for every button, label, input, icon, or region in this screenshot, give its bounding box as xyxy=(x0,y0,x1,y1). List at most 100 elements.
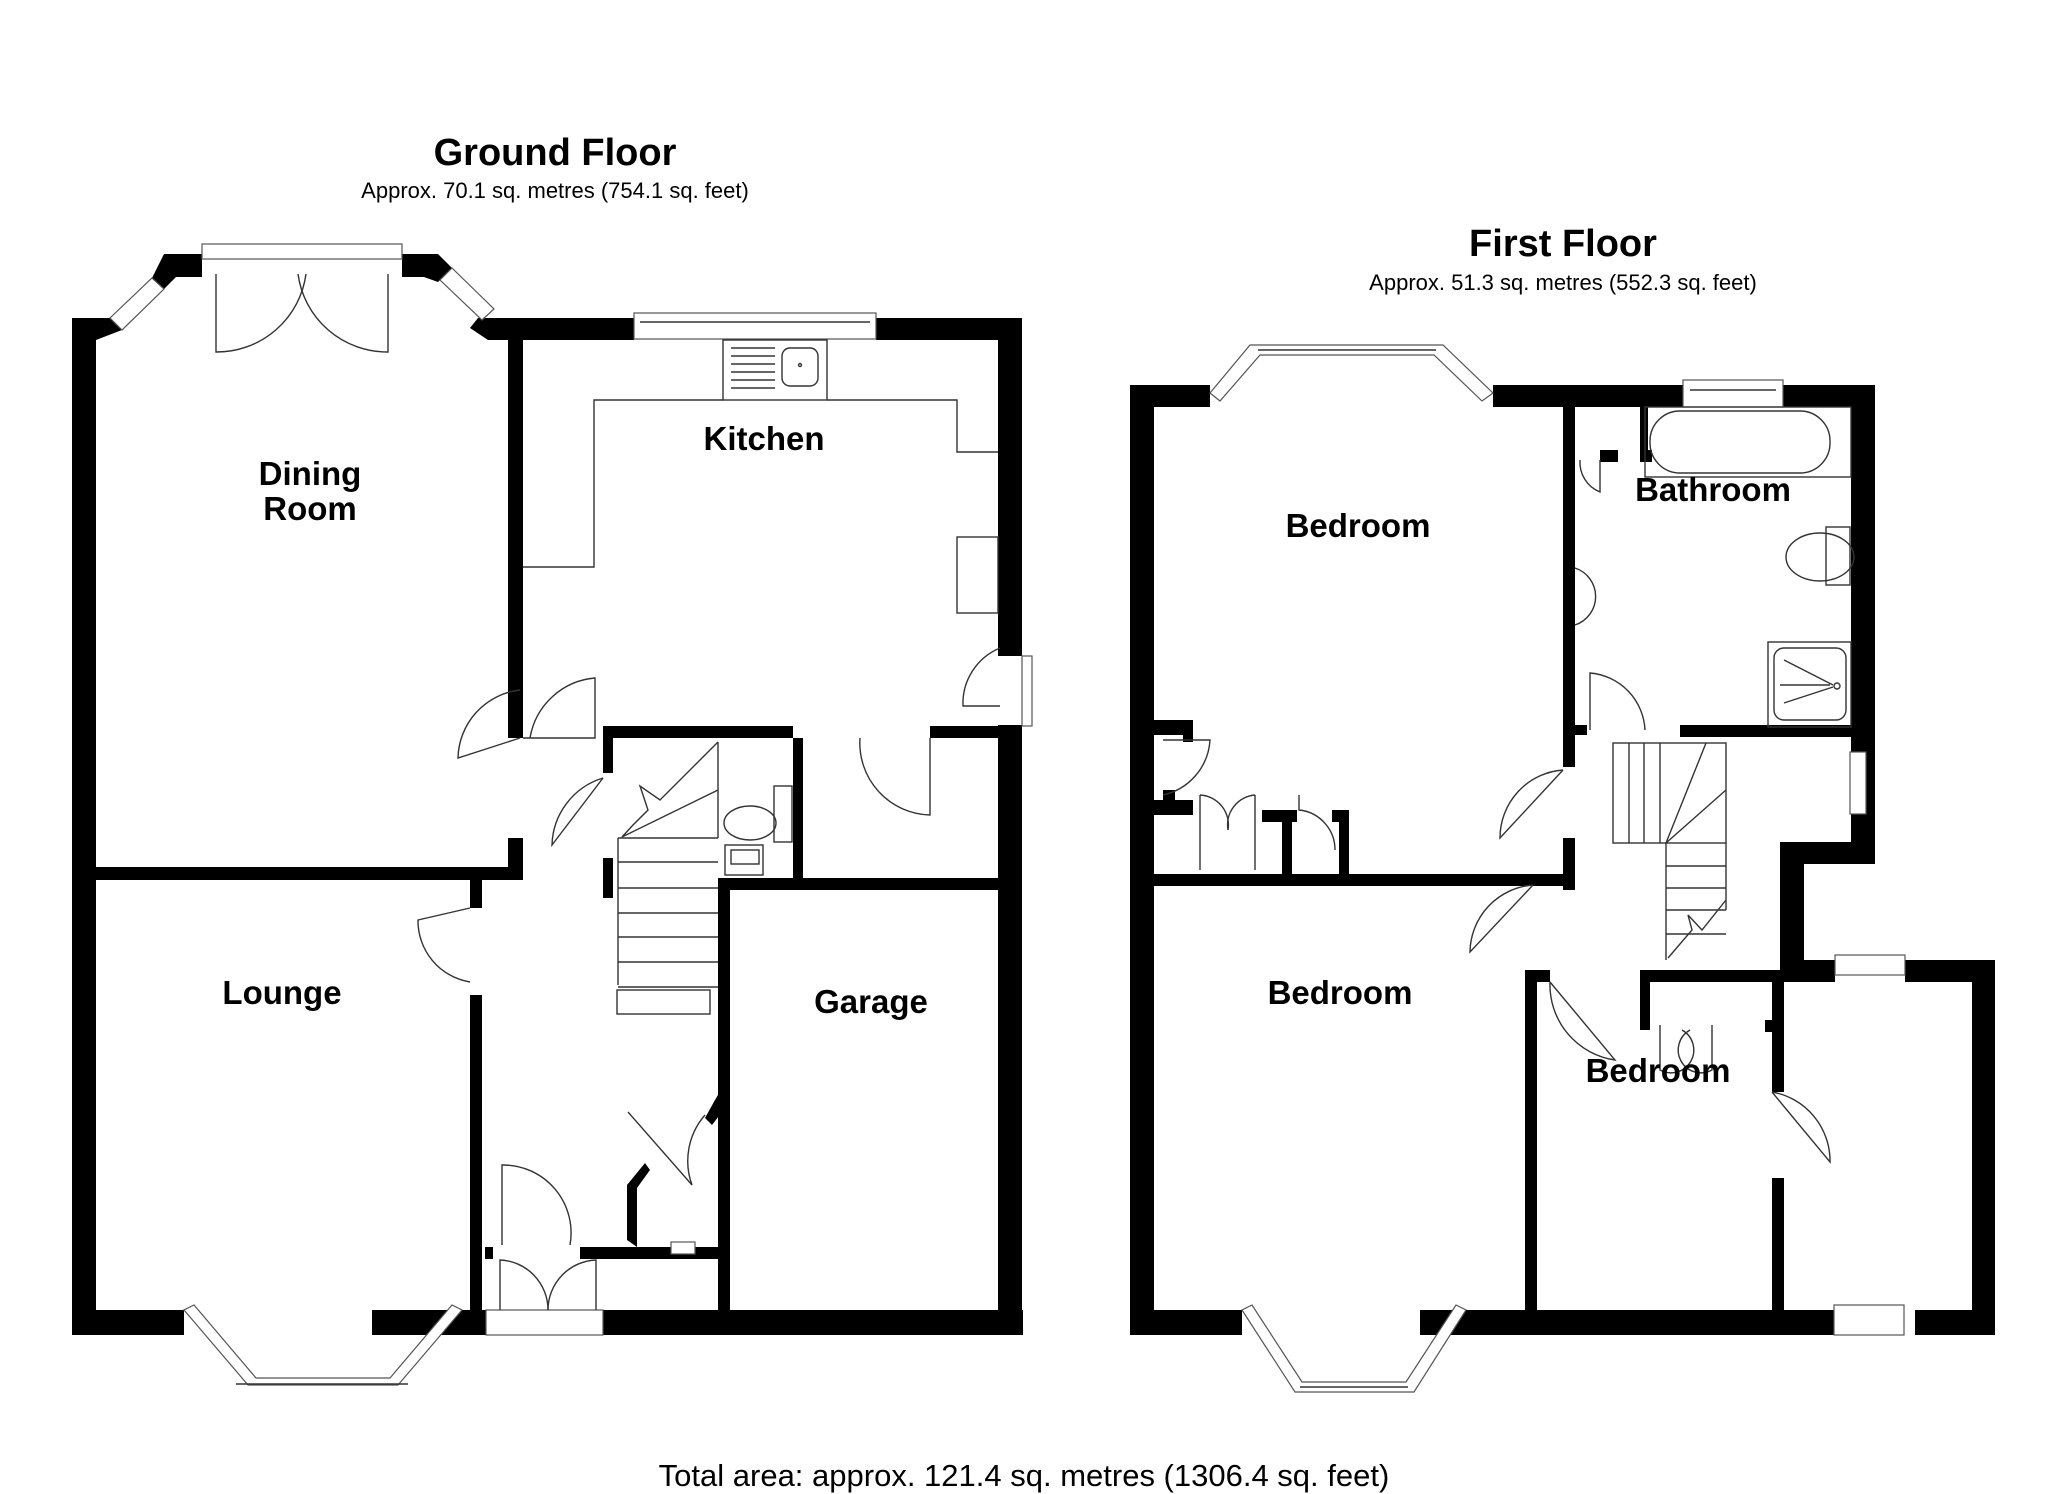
ff-bed1-bay-window xyxy=(1209,344,1494,402)
ff-shower-tray xyxy=(1767,641,1852,728)
kitchen-appliance xyxy=(956,536,999,614)
dining-bay-window-right xyxy=(439,267,495,321)
dining-bay-window-left xyxy=(109,277,165,331)
ff-wall-bed3-top xyxy=(1640,970,1780,982)
wall-bottom-lounge-right xyxy=(372,1310,486,1335)
ff-airing-door xyxy=(1579,459,1601,494)
room-label-dining-2: Room xyxy=(263,490,357,527)
room-label-bedroom-3: Bedroom xyxy=(1586,1052,1731,1089)
ff-wardrobe-door-3 xyxy=(1226,794,1256,870)
wall-bottom-lounge-left xyxy=(72,1310,184,1335)
ff-wall-ext-right xyxy=(1972,960,1995,1335)
kitchen-sink-icon xyxy=(781,347,819,387)
stair-arrow xyxy=(621,741,719,838)
ff-wall-bed2-bed3 xyxy=(1525,970,1537,1335)
wall-kitchen-bottom xyxy=(603,726,793,738)
room-label-dining: Dining xyxy=(259,455,362,492)
room-label-bedroom-1: Bedroom xyxy=(1286,507,1431,544)
room-label-bathroom: Bathroom xyxy=(1635,471,1791,508)
front-door-frame xyxy=(485,1309,604,1336)
ff-wall-right-step xyxy=(1795,842,1875,864)
dining-french-door-right xyxy=(297,273,389,353)
kitchen-door-swing xyxy=(523,677,596,739)
first-floor-plan xyxy=(1130,344,1995,1393)
wall-dining-lounge xyxy=(72,867,523,880)
ff-wall-bed1-bath xyxy=(1563,407,1575,767)
wall-left xyxy=(72,318,96,1335)
ff-wall-top-left xyxy=(1130,385,1210,407)
ground-floor-plan xyxy=(72,243,1033,1386)
ff-toilet-cistern xyxy=(1825,526,1851,586)
room-label-garage: Garage xyxy=(814,983,928,1020)
wc-toilet xyxy=(723,805,777,841)
ff-bed3-wardrobe-doors xyxy=(1659,1025,1713,1074)
dining-french-window-frame xyxy=(201,243,403,260)
cupboard-door-swing xyxy=(627,1111,706,1186)
wall-dining-bay-left xyxy=(150,254,202,293)
wall-lounge-right-top xyxy=(470,880,482,908)
ff-wall-bath-bottom xyxy=(1680,725,1851,737)
ff-wardrobe-door-1 xyxy=(1162,739,1211,796)
wall-stair-left xyxy=(603,858,613,898)
ff-staircase xyxy=(1612,742,1727,960)
ff-toilet xyxy=(1785,532,1855,582)
ground-staircase xyxy=(616,741,719,1015)
wall-porch-top xyxy=(580,1247,718,1259)
room-label-bedroom-2: Bedroom xyxy=(1268,974,1413,1011)
front-door-right-swing xyxy=(547,1259,597,1311)
ff-wall-bottom-mid xyxy=(1420,1310,1840,1335)
ff-wall-top-mid xyxy=(1493,385,1683,407)
ff-box-door xyxy=(1771,1091,1831,1164)
back-door-swing xyxy=(962,647,1001,707)
kitchen-drainer-icon xyxy=(731,347,775,389)
kitchen-worktop-left xyxy=(523,399,723,568)
dining-french-door-left xyxy=(215,273,307,353)
wall-lounge-right xyxy=(470,995,482,1335)
ff-wall-left xyxy=(1130,385,1154,1335)
wall-wc-right xyxy=(793,738,803,888)
ff-bed2-bay-window xyxy=(1241,1304,1467,1393)
porch-small-window xyxy=(670,1241,696,1255)
ff-basin xyxy=(1574,567,1597,626)
cloak-door-swing xyxy=(501,1164,572,1246)
ff-wardrobe-door-2 xyxy=(1199,794,1230,870)
ff-bath-window xyxy=(1682,379,1784,408)
garage-door-swing xyxy=(859,737,931,816)
ff-wall-bottom-left xyxy=(1130,1310,1242,1335)
ground-floor-title: Ground Floor xyxy=(433,132,677,174)
ff-bath-door xyxy=(1589,672,1646,731)
ff-wardrobe-door-4 xyxy=(1298,795,1336,851)
wall-garage-left xyxy=(718,878,730,1310)
ff-bathtub xyxy=(1649,410,1831,474)
wall-dining-kitchen xyxy=(508,318,523,738)
ground-floor-area: Approx. 70.1 sq. metres (754.1 sq. feet) xyxy=(361,178,749,203)
total-area-footer: Total area: approx. 121.4 sq. metres (13… xyxy=(658,1458,1390,1493)
ff-bed3-window xyxy=(1833,1304,1905,1336)
wall-bottom-right xyxy=(603,1310,1023,1335)
ff-wall-airing-cupboard xyxy=(1640,407,1648,460)
wall-dining-bay-right xyxy=(402,254,452,282)
ff-bed1-door xyxy=(1499,769,1564,840)
ff-bed3-door xyxy=(1549,981,1617,1061)
ff-stair-arrow xyxy=(1667,899,1727,959)
wall-dining-top-left-corner xyxy=(72,318,122,340)
ff-landing-window xyxy=(1849,751,1867,815)
ff-wall-bottom-right xyxy=(1915,1310,1995,1335)
wall-porch-left xyxy=(485,1247,493,1259)
dining-door-swing xyxy=(457,689,521,759)
wc-door-swing xyxy=(551,777,604,848)
cloakroom-basin xyxy=(724,844,764,876)
wall-cloak-diag xyxy=(627,1163,650,1247)
wall-dining-top-right xyxy=(470,318,634,340)
kitchen-worktop-right xyxy=(827,399,998,453)
ff-wall-ext-top-left xyxy=(1780,960,1835,982)
room-label-lounge: Lounge xyxy=(222,974,341,1011)
ff-bed2-door xyxy=(1469,884,1534,954)
kitchen-window xyxy=(633,312,877,340)
kitchen-sink-unit xyxy=(722,339,828,401)
wall-stair-top xyxy=(603,738,613,773)
ff-wall-bed3-box xyxy=(1772,982,1784,1092)
room-label-kitchen: Kitchen xyxy=(703,420,824,457)
room-labels: Dining Room Kitchen Lounge Garage Bedroo… xyxy=(222,420,1791,1089)
